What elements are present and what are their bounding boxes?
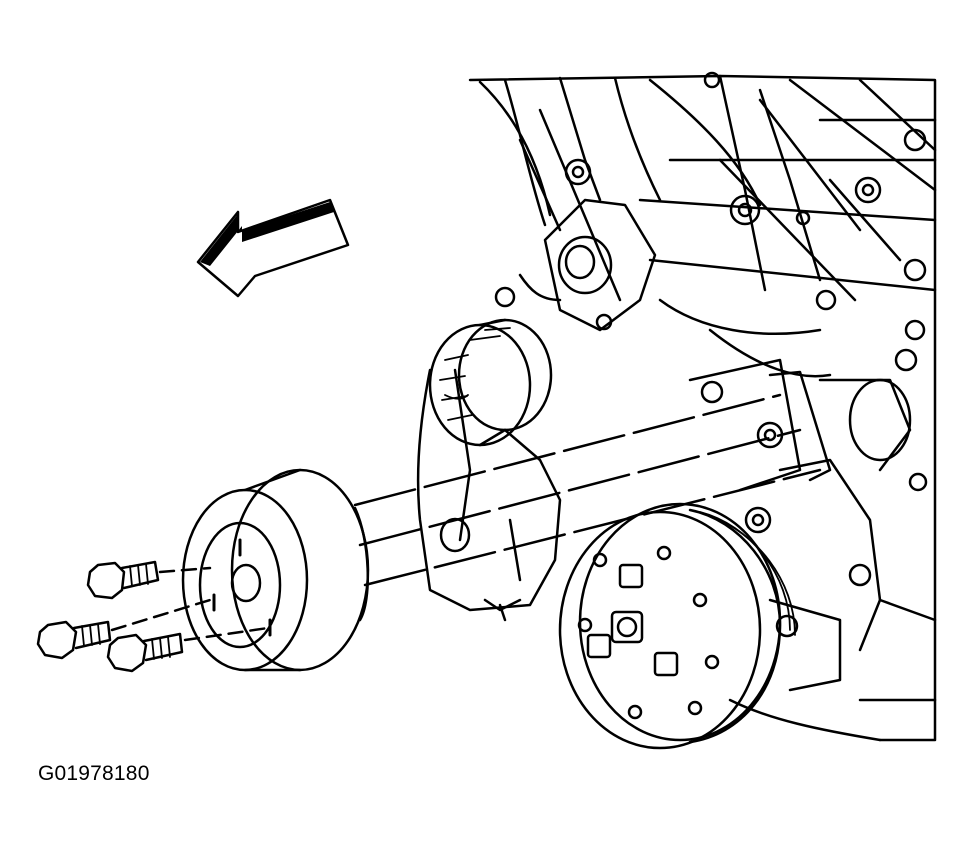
bolt-icon <box>36 560 270 673</box>
belt-tensioner <box>416 318 562 622</box>
crankshaft-pulley <box>558 502 796 750</box>
water-pump-pulley <box>181 468 370 672</box>
arrow-icon <box>196 198 350 298</box>
engine-block <box>468 71 937 742</box>
belt-path <box>353 370 832 587</box>
figure-id-label: G01978180 <box>38 762 150 785</box>
